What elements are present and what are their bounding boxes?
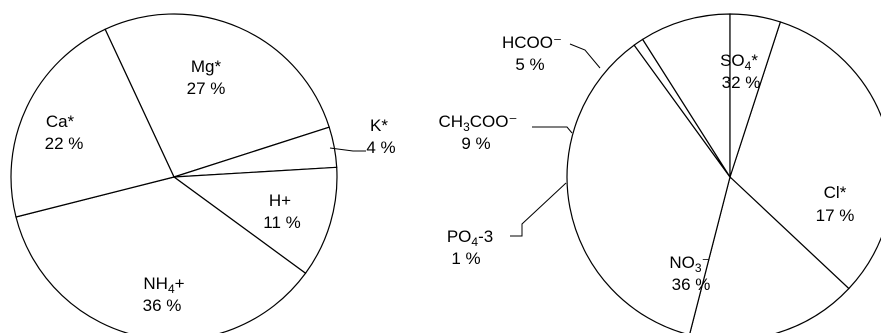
value-no3: 36 %	[672, 275, 711, 294]
value-mg: 27 %	[187, 79, 226, 98]
pie-slice-hcoo	[729, 13, 782, 178]
leader-line-k	[329, 147, 366, 152]
label-nh4: NH4+	[143, 274, 184, 296]
pie-slice-mg	[104, 13, 330, 178]
label-hcoo: HCOO⁻	[502, 33, 562, 52]
pie-slice-h	[172, 166, 338, 275]
value-k: 4 %	[366, 138, 395, 157]
pie-slice-so4	[729, 21, 881, 290]
pie-slice-nh4	[15, 176, 307, 333]
leader-line-ch3coo	[532, 126, 573, 134]
value-ca: 22 %	[45, 134, 84, 153]
leader-line-po4	[510, 182, 567, 237]
value-h: 11 %	[263, 213, 301, 232]
value-cl: 17 %	[816, 206, 855, 225]
label-po4: PO4-3	[447, 227, 493, 249]
label-no3: NO3⁻	[669, 253, 710, 275]
label-so4: SO4*	[720, 51, 758, 73]
pie-slice-cl	[689, 175, 850, 333]
label-k: K*	[370, 116, 388, 135]
pie-chart-cations	[10, 13, 338, 333]
pie-slice-ch3coo	[641, 13, 731, 180]
value-po4: 1 %	[451, 249, 480, 268]
value-so4: 32 %	[722, 73, 761, 92]
pie-chart-anions	[566, 13, 881, 333]
pie-slice-no3	[566, 44, 731, 333]
value-ch3coo: 9 %	[461, 134, 490, 153]
label-cl: Cl*	[824, 183, 847, 202]
label-ch3coo: CH3COO⁻	[439, 112, 518, 134]
value-hcoo: 5 %	[515, 55, 544, 74]
leader-line-hcoo	[569, 43, 601, 69]
pie-slice-ca	[10, 28, 175, 218]
label-ca: Ca*	[46, 112, 75, 131]
value-nh4: 36 %	[143, 296, 182, 315]
label-mg: Mg*	[191, 57, 222, 76]
label-h: H+	[269, 191, 291, 210]
